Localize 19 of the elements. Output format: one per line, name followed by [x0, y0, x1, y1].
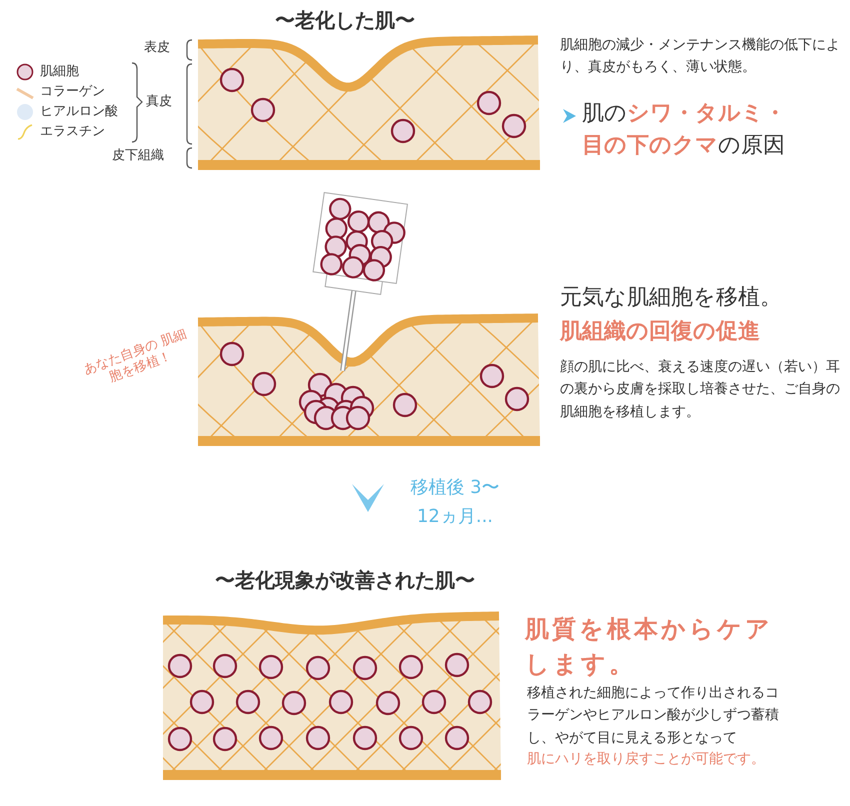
layer-label: 表皮: [144, 39, 171, 57]
emphasis-text: 肌組織の回復の促進: [560, 318, 761, 346]
legend-label: 肌細胞: [40, 63, 79, 81]
description-text: 移植された細胞によって作り出されるコラーゲンやヒアルロン酸が少しずつ蓄積し、やがて目に見える形となって: [527, 684, 780, 748]
description-text: 肌細胞の減少・メンテナンス機能の低下により、真皮がもろく、薄い状態。: [560, 36, 841, 78]
layer-label: 皮下組織: [112, 147, 165, 165]
section-heading: 〜老化現象が改善された肌〜: [214, 567, 476, 594]
callout-text: あなた自身の 肌細胞を移植！: [80, 326, 190, 388]
section-heading: 〜老化した肌〜: [274, 7, 416, 34]
emphasis-text: 肌のシワ・タルミ・目の下のクマの原因: [582, 100, 787, 160]
emphasis-text: 肌にハリを取り戻すことが可能です。: [527, 750, 766, 769]
emphasis-text: 肌質を根本からケアします。: [525, 614, 774, 680]
time-label: 移植後 3〜12ヵ月...: [409, 476, 501, 529]
legend-label: ヒアルロン酸: [40, 103, 118, 121]
legend-label: コラーゲン: [40, 83, 105, 101]
legend-label: エラスチン: [40, 123, 105, 141]
subheading-text: 元気な肌細胞を移植。: [560, 284, 783, 312]
description-text: 顔の肌に比べ、衰える速度の遅い（若い）耳の裏から皮膚を採取し培養させた、ご自身の肌細胞を移植します。: [560, 358, 841, 422]
layer-label: 真皮: [146, 93, 173, 111]
